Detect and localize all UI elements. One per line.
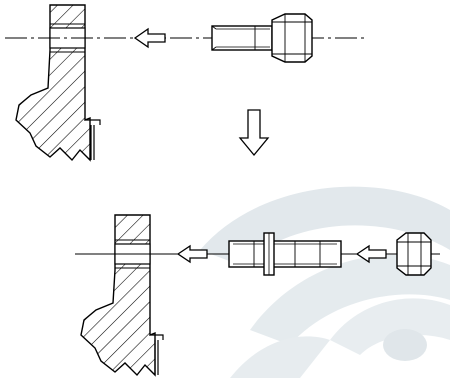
arrow-left-2: [176, 244, 208, 264]
hex-nut: [396, 232, 432, 276]
gear-section-2: [75, 214, 175, 377]
arrow-left-1: [133, 27, 166, 49]
step-2-group: [75, 214, 440, 377]
arrow-down: [238, 109, 270, 157]
eye-logo-watermark: [200, 186, 450, 378]
hex-bolt: [211, 13, 313, 63]
arrow-left-3: [355, 244, 387, 264]
gear-section-1: [5, 4, 112, 162]
stud-bolt: [228, 232, 342, 276]
step-1-group: [5, 4, 365, 162]
